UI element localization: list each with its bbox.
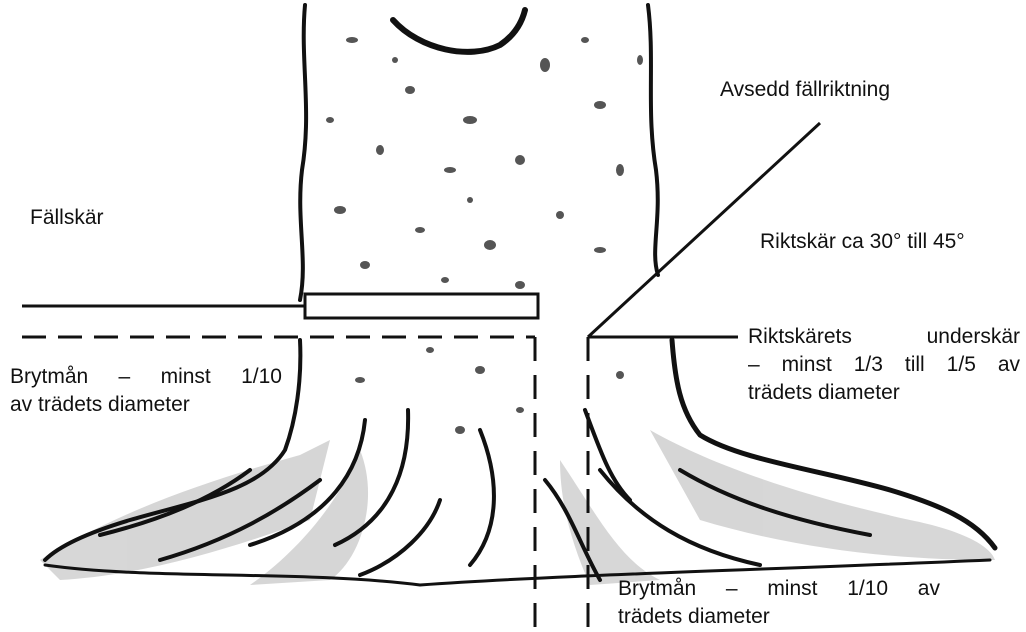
label-hinge-bottom-line1: Brytmån – minst 1/10 av: [618, 575, 940, 602]
label-hinge-left-line1: Brytmån – minst 1/10: [10, 363, 282, 390]
label-felling-cut: Fällskär: [30, 204, 104, 231]
label-notch-angle: Riktskär ca 30° till 45°: [760, 228, 965, 255]
felling-cut-kerf: [305, 294, 538, 318]
trunk-left-edge: [300, 5, 306, 300]
label-notch-under-line2: – minst 1/3 till 1/5 av: [748, 351, 1020, 378]
bark-speckles: [326, 37, 643, 434]
top-curve: [393, 10, 525, 52]
label-hinge-bottom-line2: trädets diameter: [618, 603, 770, 630]
label-intended-felling-direction: Avsedd fällriktning: [720, 76, 890, 103]
label-notch-under-line1: Riktskärets underskär: [748, 323, 1020, 350]
label-notch-under-line3: trädets diameter: [748, 379, 900, 406]
trunk-right-edge: [648, 5, 658, 275]
label-hinge-left-line2: av trädets diameter: [10, 391, 190, 418]
